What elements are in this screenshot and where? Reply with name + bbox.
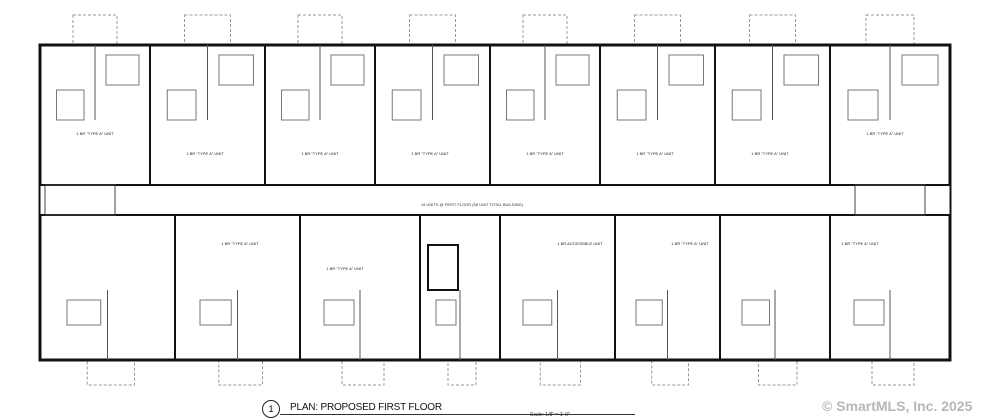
balcony — [218, 359, 263, 386]
balcony — [758, 359, 798, 386]
bed — [555, 54, 590, 86]
dining-table — [731, 89, 762, 121]
bed — [199, 299, 232, 326]
drawing-title: PLAN: PROPOSED FIRST FLOOR — [290, 402, 442, 413]
stair-west — [44, 184, 116, 216]
unit-label: 1 BR "TYPE A" UNIT — [326, 266, 364, 271]
unit-label: 1 BR ACCESSIBLE UNIT — [557, 241, 603, 246]
unit-label: 1 BR "TYPE A" UNIT — [636, 151, 674, 156]
bed — [105, 54, 140, 86]
unit-label: 1 BR "TYPE A" UNIT — [671, 241, 709, 246]
bed — [323, 299, 355, 326]
unit-label: 1 BR "TYPE A" UNIT — [751, 151, 789, 156]
bed — [668, 54, 704, 86]
balcony — [634, 14, 681, 46]
balcony — [297, 14, 343, 46]
bed — [741, 299, 770, 326]
balcony — [865, 14, 915, 46]
elevator — [427, 244, 459, 291]
bed — [522, 299, 553, 326]
balcony — [522, 14, 568, 46]
drawing-scale: Scale: 1/8" = 1'-0" — [530, 412, 570, 418]
dining-table — [616, 89, 647, 121]
dining-table — [847, 89, 879, 121]
bed — [435, 299, 457, 326]
balcony — [749, 14, 796, 46]
dining-table — [281, 89, 310, 121]
balcony — [341, 359, 385, 386]
unit-label: 1 BR "TYPE A" UNIT — [866, 131, 904, 136]
unit-label: 1 BR "TYPE A" UNIT — [411, 151, 449, 156]
unit-labels: 1 BR "TYPE A" UNIT 1 BR "TYPE A" UNIT 1 BR… — [76, 131, 904, 271]
dining-table — [56, 89, 85, 121]
balcony — [72, 14, 118, 46]
balcony — [184, 14, 231, 46]
unit-label: 1 BR "TYPE A" UNIT — [841, 241, 879, 246]
unit-label: 1 BR "TYPE A" UNIT — [526, 151, 564, 156]
title-underline — [280, 414, 635, 415]
balcony — [539, 359, 581, 386]
bed — [901, 54, 939, 86]
balcony — [447, 359, 477, 386]
bed — [218, 54, 254, 86]
unit-label: 1 BR "TYPE A" UNIT — [76, 131, 114, 136]
drawing-number: 1 — [262, 400, 280, 418]
watermark: © SmartMLS, Inc. 2025 — [822, 398, 973, 414]
balcony — [86, 359, 135, 386]
bed — [635, 299, 663, 326]
balcony — [871, 359, 915, 386]
bed — [443, 54, 479, 86]
unit-label: 1 BR "TYPE A" UNIT — [186, 151, 224, 156]
bed — [783, 54, 819, 86]
balcony — [409, 14, 456, 46]
dining-table — [506, 89, 535, 121]
stair-east — [854, 184, 926, 216]
unit-label: 1 BR "TYPE A" UNIT — [221, 241, 259, 246]
units — [39, 44, 951, 361]
dining-table — [166, 89, 197, 121]
balcony — [651, 359, 689, 386]
bed — [66, 299, 102, 326]
unit-label: 1 BR "TYPE A" UNIT — [301, 151, 339, 156]
corridor-note: 19 UNITS @ FIRST FLOOR (58 UNIT TOTAL BU… — [421, 202, 524, 207]
corridor — [39, 184, 951, 216]
dining-table — [391, 89, 422, 121]
bed — [853, 299, 885, 326]
bed — [330, 54, 365, 86]
